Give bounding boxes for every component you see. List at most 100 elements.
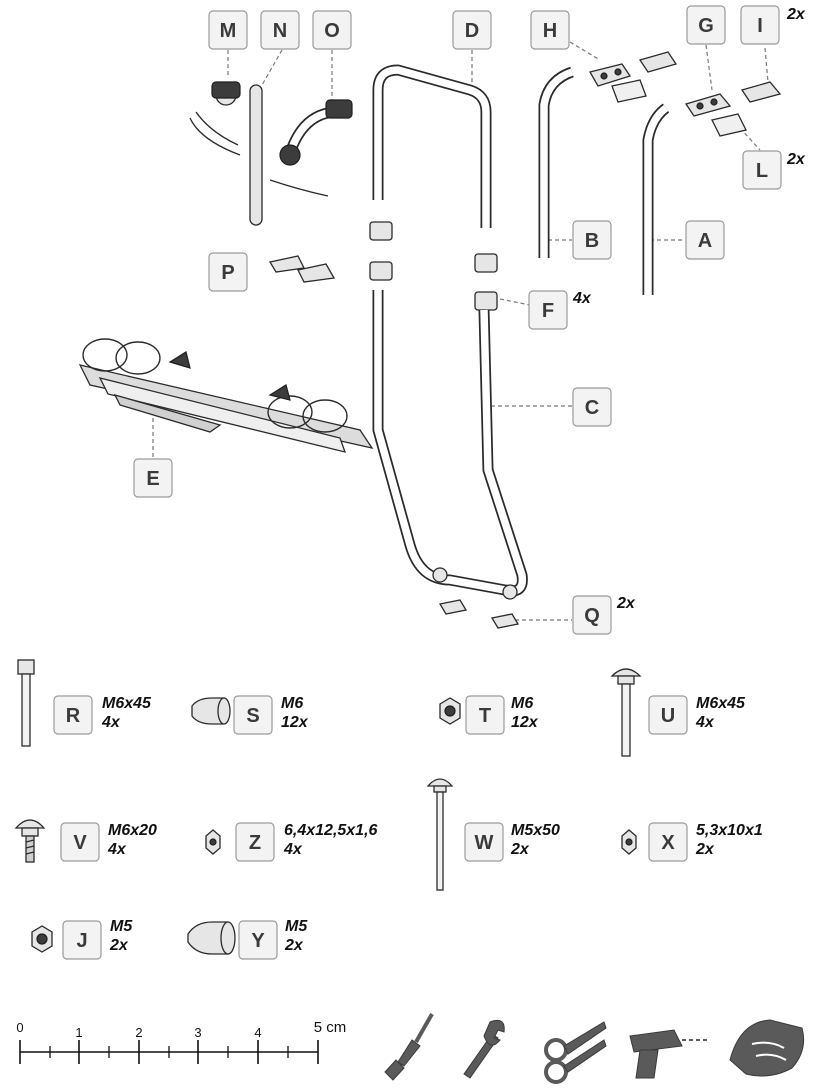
svg-text:S: S — [246, 705, 259, 727]
svg-text:Z: Z — [249, 832, 261, 854]
svg-text:M5: M5 — [110, 918, 133, 935]
svg-text:4x: 4x — [695, 714, 715, 731]
svg-text:O: O — [324, 20, 340, 42]
part-b-tube — [538, 66, 574, 258]
label-c: C — [572, 387, 612, 427]
svg-text:T: T — [479, 705, 491, 727]
label-j: J M5 2x — [62, 918, 133, 960]
svg-text:M6: M6 — [511, 695, 533, 712]
hardware-t-nut — [439, 697, 461, 725]
screwdriver-icon — [384, 1013, 434, 1081]
svg-text:G: G — [698, 15, 714, 37]
svg-text:L: L — [756, 160, 768, 182]
svg-text:4x: 4x — [283, 841, 303, 858]
svg-text:A: A — [698, 230, 712, 252]
frame-clamps — [369, 221, 498, 311]
svg-text:4x: 4x — [107, 841, 127, 858]
svg-text:V: V — [73, 832, 87, 854]
part-n-strap — [249, 84, 263, 226]
svg-text:2x: 2x — [786, 151, 806, 168]
part-l-pad — [711, 113, 747, 137]
scale-tick-2: 2 — [135, 1025, 142, 1040]
svg-text:4x: 4x — [101, 714, 121, 731]
label-l: L 2x — [742, 150, 806, 190]
svg-text:M6x20: M6x20 — [108, 822, 157, 839]
svg-text:2x: 2x — [510, 841, 530, 858]
part-h-pads — [611, 51, 678, 103]
part-d-upper-frame — [372, 64, 492, 228]
part-c-lower-frame — [372, 290, 528, 600]
svg-text:12x: 12x — [281, 714, 309, 731]
part-i-pad — [740, 81, 782, 103]
svg-text:M6x45: M6x45 — [102, 695, 152, 712]
svg-text:2x: 2x — [695, 841, 715, 858]
svg-text:H: H — [543, 20, 557, 42]
svg-text:E: E — [146, 468, 159, 490]
label-g: G — [686, 5, 726, 45]
scale-tick-4: 4 — [254, 1025, 261, 1040]
svg-text:4x: 4x — [572, 290, 592, 307]
scale-ruler: 0 1 2 3 4 5 cm — [16, 1019, 346, 1064]
svg-text:M6x45: M6x45 — [696, 695, 746, 712]
hardware-z-washer — [205, 829, 221, 855]
label-p: P — [208, 252, 248, 292]
part-h-bracket — [589, 63, 632, 87]
svg-text:M5x50: M5x50 — [511, 822, 560, 839]
svg-text:5,3x10x1: 5,3x10x1 — [696, 822, 763, 839]
scale-tick-5: 5 cm — [314, 1019, 347, 1036]
svg-text:B: B — [585, 230, 599, 252]
hardware-y-cap-nut — [187, 921, 236, 955]
scale-tick-0: 0 — [16, 1020, 23, 1035]
hardware-s-cap-nut — [191, 697, 231, 725]
drill-icon — [629, 1029, 708, 1079]
label-r: R M6x45 4x — [53, 695, 152, 735]
label-w: W M5x50 2x — [464, 822, 560, 862]
label-f: F 4x — [528, 290, 592, 330]
svg-text:M: M — [220, 20, 237, 42]
hardware-u-bolt — [610, 668, 642, 757]
svg-text:2x: 2x — [616, 595, 636, 612]
label-q: Q 2x — [572, 595, 636, 635]
leader-lines — [152, 41, 769, 621]
scale-tick-3: 3 — [194, 1025, 201, 1040]
label-d: D — [452, 10, 492, 50]
svg-text:2x: 2x — [786, 6, 806, 23]
svg-text:I: I — [757, 15, 763, 37]
svg-text:M6: M6 — [281, 695, 303, 712]
scale-tick-1: 1 — [75, 1025, 82, 1040]
hardware-v-bolt — [14, 819, 46, 863]
label-i: I 2x — [740, 5, 806, 45]
hardware-r-bolt — [17, 659, 35, 747]
label-b: B — [572, 220, 612, 260]
svg-text:6,4x12,5x1,6: 6,4x12,5x1,6 — [284, 822, 378, 839]
label-y: Y M5 2x — [238, 918, 308, 960]
part-e-carrier — [78, 338, 374, 453]
label-a: A — [685, 220, 725, 260]
label-m: M — [208, 10, 248, 50]
label-h: H — [530, 10, 570, 50]
part-q-brackets — [438, 599, 520, 629]
hardware-w-bolt — [426, 778, 454, 891]
svg-text:2x: 2x — [109, 937, 129, 954]
svg-text:12x: 12x — [511, 714, 539, 731]
svg-text:W: W — [475, 832, 494, 854]
label-v: V M6x20 4x — [60, 822, 157, 862]
label-t: T M6 12x — [465, 695, 539, 735]
svg-text:D: D — [465, 20, 479, 42]
svg-text:F: F — [542, 300, 554, 322]
svg-text:Q: Q — [584, 605, 600, 627]
svg-text:U: U — [661, 705, 675, 727]
svg-text:P: P — [221, 262, 234, 284]
svg-text:M5: M5 — [285, 918, 308, 935]
part-g-bracket — [684, 93, 732, 117]
wrench-icon — [463, 1019, 505, 1079]
scissors-icon — [544, 1021, 607, 1084]
cloth-icon — [729, 1019, 805, 1077]
part-a-tube — [642, 103, 670, 295]
svg-text:2x: 2x — [284, 937, 304, 954]
label-s: S M6 12x — [233, 695, 309, 735]
label-n: N — [260, 10, 300, 50]
label-o: O — [312, 10, 352, 50]
label-u: U M6x45 4x — [648, 695, 746, 735]
